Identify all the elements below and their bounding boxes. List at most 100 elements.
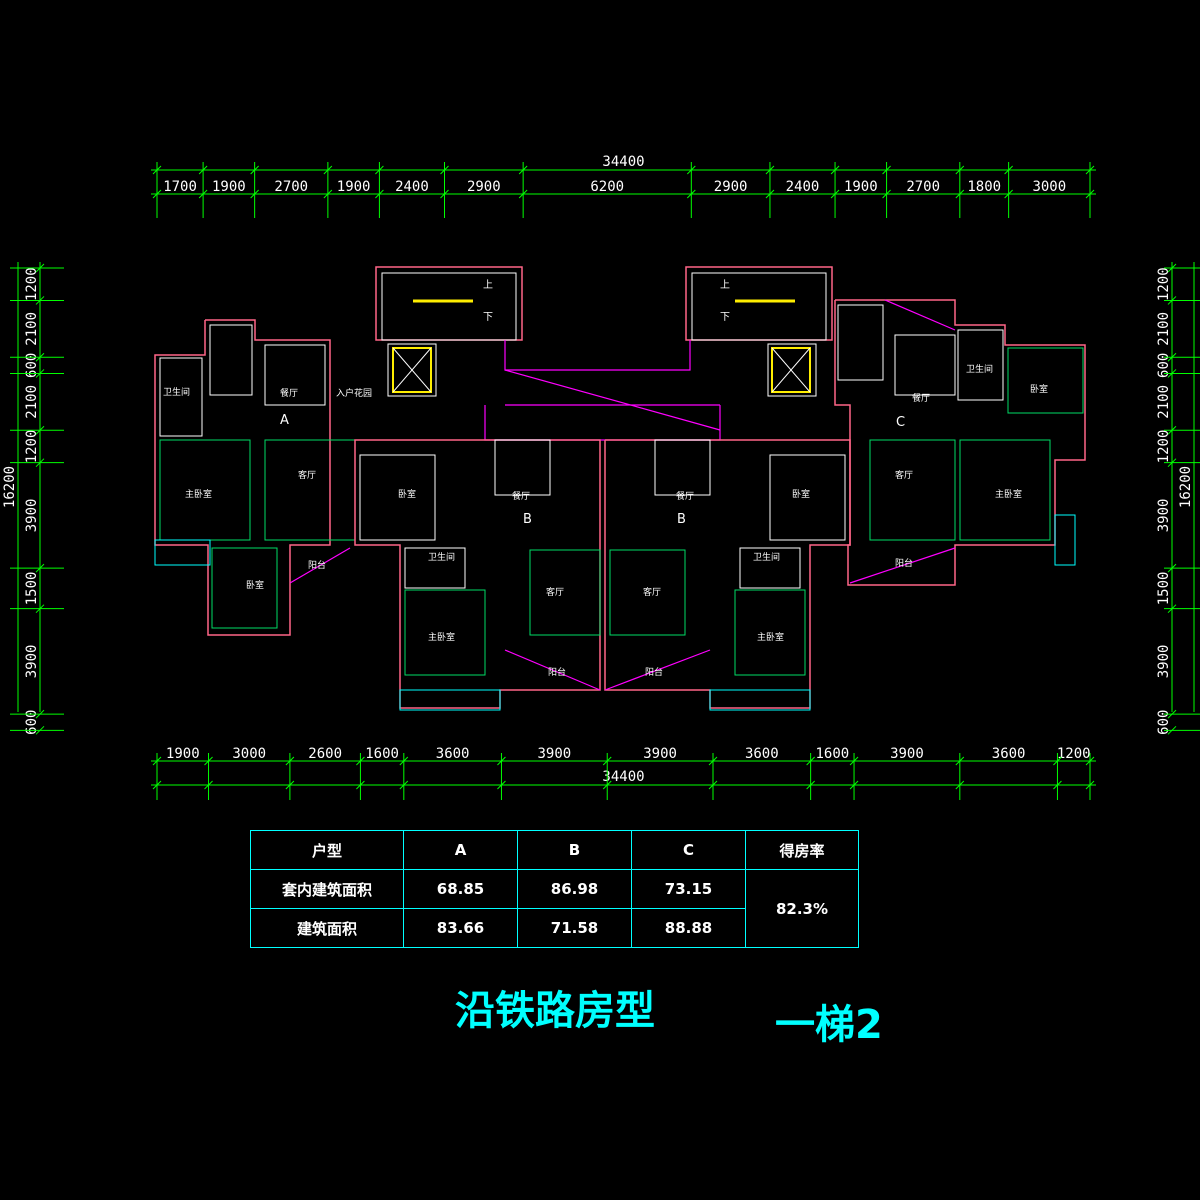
room-label: 餐厅 [280,387,298,399]
unit-label-c: C [896,415,905,430]
dimension-segment-label: 1500 [24,572,40,606]
dimension-segment-label: 3600 [992,746,1026,762]
table-cell: 86.98 [517,869,632,909]
unit-label-b-left: B [523,512,532,527]
dimension-segment-label: 2900 [467,179,501,195]
area-table: 户型 A B C 得房率 套内建筑面积 68.85 86.98 73.15 82… [250,830,859,948]
dimension-segment-label: 2100 [24,385,40,419]
stair-down-label-right: 下 [720,312,730,323]
room-label: 餐厅 [912,392,930,404]
dimension-segment-label: 2900 [714,179,748,195]
dimension-segment-label: 3900 [24,645,40,679]
dimension-segment-label: 2100 [24,312,40,346]
dimension-segment-label: 1900 [844,179,878,195]
dimension-segment-label: 3600 [436,746,470,762]
room-label: 卧室 [398,488,416,500]
dimension-segment-label: 2400 [786,179,820,195]
table-row: 建筑面积 83.66 71.58 88.88 [250,908,859,948]
row-label: 建筑面积 [250,908,404,948]
room-label: 主卧室 [428,631,455,643]
dimension-segment-label: 600 [1156,353,1172,378]
dimension-segment-label: 1200 [1156,430,1172,464]
dimension-segment-label: 1200 [1057,746,1091,762]
drawing-title: 沿铁路房型 [455,988,655,1034]
drawing-subtitle: 一梯2 [775,1002,883,1048]
room-label: 主卧室 [185,488,212,500]
dimension-segment-label: 2400 [395,179,429,195]
dimension-segment-label: 3900 [1156,499,1172,533]
room-label: 阳台 [308,559,326,571]
room-label: 客厅 [643,586,661,598]
room-label: 入户花园 [336,387,372,399]
room-label: 卧室 [246,579,264,591]
room-label: 卫生间 [428,551,455,563]
room-label: 客厅 [895,469,913,481]
room-label: 卫生间 [163,386,190,398]
stair-up-label-right: 上 [720,279,730,291]
dimension-segment-label: 2700 [274,179,308,195]
dimension-segment-label: 1600 [815,746,849,762]
table-row: 套内建筑面积 68.85 86.98 73.15 82.3% [250,869,859,948]
table-cell: 68.85 [403,869,518,909]
dimension-total-label: 16200 [1178,466,1194,508]
dimension-segment-label: 1200 [1156,267,1172,301]
room-label: 客厅 [298,469,316,481]
dimension-total-label: 34400 [602,769,644,785]
dimension-segment-label: 1600 [365,746,399,762]
table-cell: 71.58 [517,908,632,948]
dimension-segment-label: 1900 [166,746,200,762]
dimension-segment-label: 600 [24,710,40,735]
room-label: 餐厅 [512,490,530,502]
dimension-segment-label: 3900 [890,746,924,762]
room-label: 客厅 [546,586,564,598]
dimension-segment-label: 2100 [1156,312,1172,346]
dimension-segment-label: 2700 [906,179,940,195]
dimension-segment-label: 3600 [745,746,779,762]
unit-label-a: A [280,413,289,428]
table-header: A [403,830,518,870]
table-header: 得房率 [745,830,859,870]
dimension-segment-label: 3900 [24,499,40,533]
dimension-segment-label: 1900 [212,179,246,195]
room-label: 主卧室 [757,631,784,643]
floor-plan-drawing: 34400 1700 1900 2700 1900 2400 2900 6200 2900 240… [2,154,1200,800]
dimension-segment-label: 600 [24,353,40,378]
dimension-segment-label: 1700 [163,179,197,195]
room-label: 阳台 [645,666,663,678]
dimension-segment-label: 3900 [537,746,571,762]
dimension-segment-label: 1900 [337,179,371,195]
room-label: 卫生间 [753,551,780,563]
dimension-segment-label: 6200 [590,179,624,195]
dimension-segment-label: 3000 [1032,179,1066,195]
dimension-segment-label: 3000 [232,746,266,762]
room-label: 卧室 [1030,383,1048,395]
room-label: 餐厅 [676,490,694,502]
dimension-segment-label: 3900 [643,746,677,762]
dimension-segment-label: 2600 [308,746,342,762]
building-walls [154,266,1086,711]
dimension-segment-label: 1500 [1156,572,1172,606]
room-label: 卫生间 [966,363,993,375]
table-header: C [631,830,746,870]
table-cell: 73.15 [631,869,746,909]
dimension-total-label: 34400 [602,154,644,170]
table-cell: 83.66 [403,908,518,948]
room-label: 阳台 [895,557,913,569]
bottom-dimension-chain: 34400 1900 3000 2600 1600 3600 3900 3900 3600 160… [151,746,1096,800]
row-label: 套内建筑面积 [250,869,404,909]
dimension-segment-label: 2100 [1156,385,1172,419]
stair-up-label-left: 上 [483,279,493,291]
table-header: 户型 [250,830,404,870]
table-cell: 88.88 [631,908,746,948]
room-label: 主卧室 [995,488,1022,500]
unit-label-b-right: B [677,512,686,527]
dimension-segment-label: 1800 [967,179,1001,195]
table-header: B [517,830,632,870]
top-dimension-chain: 34400 1700 1900 2700 1900 2400 2900 6200 2900 240… [151,154,1096,218]
table-header-row: 户型 A B C 得房率 [250,830,859,870]
ratio-cell: 82.3% [745,869,859,948]
stair-down-label-left: 下 [483,312,493,323]
dimension-total-label: 16200 [2,466,18,508]
